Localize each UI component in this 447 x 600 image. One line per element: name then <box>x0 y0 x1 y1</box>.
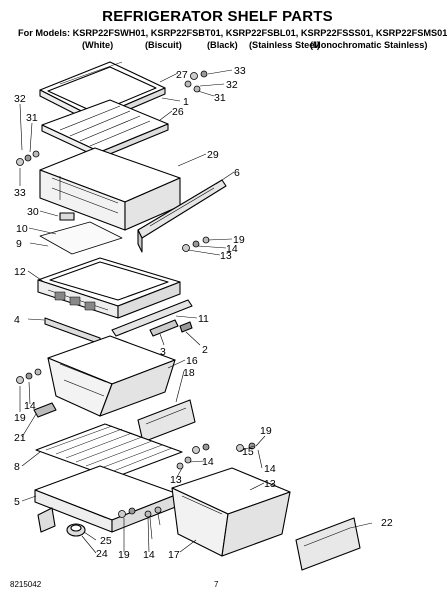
exploded-view-drawing: 27 33 32 31 1 26 32 31 29 6 33 30 10 9 1… <box>14 61 393 571</box>
callout-27: 27 <box>176 69 188 81</box>
callout-6: 6 <box>234 167 240 179</box>
callout-3: 3 <box>160 346 166 358</box>
callout-31: 31 <box>214 92 226 104</box>
drawer-front-cover <box>137 179 227 253</box>
leader-lines <box>19 69 373 554</box>
callout-19-left: 19 <box>14 412 26 424</box>
callout-22: 22 <box>381 517 393 529</box>
knob-24 <box>66 523 86 537</box>
hardware-group <box>16 70 256 518</box>
callout-26: 26 <box>172 106 184 118</box>
wire-shelf <box>35 423 183 479</box>
callout-12: 12 <box>14 266 26 278</box>
page-number: 7 <box>214 580 219 589</box>
callout-13: 13 <box>220 250 232 262</box>
callout-14-bottom: 14 <box>143 549 155 561</box>
doc-number: 8215042 <box>10 580 42 589</box>
callout-32-left: 32 <box>14 93 26 105</box>
slide-part-2 <box>179 321 193 333</box>
parts-diagram-page: REFRIGERATOR SHELF PARTS For Models: KSR… <box>10 8 447 589</box>
lower-shelf-frame <box>34 465 179 533</box>
cover-sheet <box>39 221 123 255</box>
block-21 <box>33 402 57 418</box>
callout-14-right: 14 <box>264 463 276 475</box>
callout-2: 2 <box>202 344 208 356</box>
callout-33-left: 33 <box>14 187 26 199</box>
callout-29: 29 <box>207 149 219 161</box>
crisper-drawer <box>47 335 176 417</box>
callout-19: 19 <box>233 234 245 246</box>
color-white: (White) <box>82 40 114 50</box>
callout-14-mid: 14 <box>202 456 214 468</box>
callout-17: 17 <box>168 549 180 561</box>
callout-5: 5 <box>14 496 20 508</box>
callout-30: 30 <box>27 206 39 218</box>
callout-13-right: 13 <box>264 478 276 490</box>
callout-31-left: 31 <box>26 112 38 124</box>
callout-14: 14 <box>226 243 238 255</box>
lower-drawer <box>171 467 291 557</box>
callout-10: 10 <box>16 223 28 235</box>
callout-8: 8 <box>14 461 20 473</box>
drawer-handle-18 <box>137 399 196 443</box>
callout-24: 24 <box>96 548 108 560</box>
callout-32: 32 <box>226 79 238 91</box>
callout-21: 21 <box>14 432 26 444</box>
callout-11: 11 <box>198 313 209 325</box>
callout-16: 16 <box>186 355 198 367</box>
callout-1: 1 <box>183 96 189 108</box>
callout-13-mid: 13 <box>170 474 182 486</box>
slide-part-3 <box>149 319 179 337</box>
side-rail-11 <box>111 299 193 337</box>
callout-labels: 27 33 32 31 1 26 32 31 29 6 33 30 10 9 1… <box>14 65 393 561</box>
callout-9: 9 <box>16 238 22 250</box>
color-black: (Black) <box>207 40 238 50</box>
top-glass-shelf <box>39 61 166 125</box>
side-rail-4 <box>44 317 101 345</box>
models-line: For Models: KSRP22FSWH01, KSRP22FSBT01, … <box>18 28 447 38</box>
callout-25: 25 <box>100 535 112 547</box>
color-stainless: (Stainless Steel) <box>249 40 320 50</box>
crisper-cover-frame <box>37 257 181 319</box>
callout-19-right: 19 <box>260 425 272 437</box>
upper-drawer <box>39 147 181 231</box>
shelf-frame-upper <box>41 99 169 159</box>
color-monochromatic: (Monochromatic Stainless) <box>310 40 428 50</box>
callout-15: 15 <box>242 446 254 458</box>
callout-14-left: 14 <box>24 400 36 412</box>
callout-4: 4 <box>14 314 20 326</box>
clip-30 <box>59 212 75 221</box>
callout-18: 18 <box>183 367 195 379</box>
callout-19-bottom: 19 <box>118 549 130 561</box>
bracket-clip <box>37 507 56 533</box>
drawer-front-22 <box>295 517 361 571</box>
callout-33: 33 <box>234 65 246 77</box>
color-biscuit: (Biscuit) <box>145 40 182 50</box>
page-title: REFRIGERATOR SHELF PARTS <box>102 8 333 25</box>
